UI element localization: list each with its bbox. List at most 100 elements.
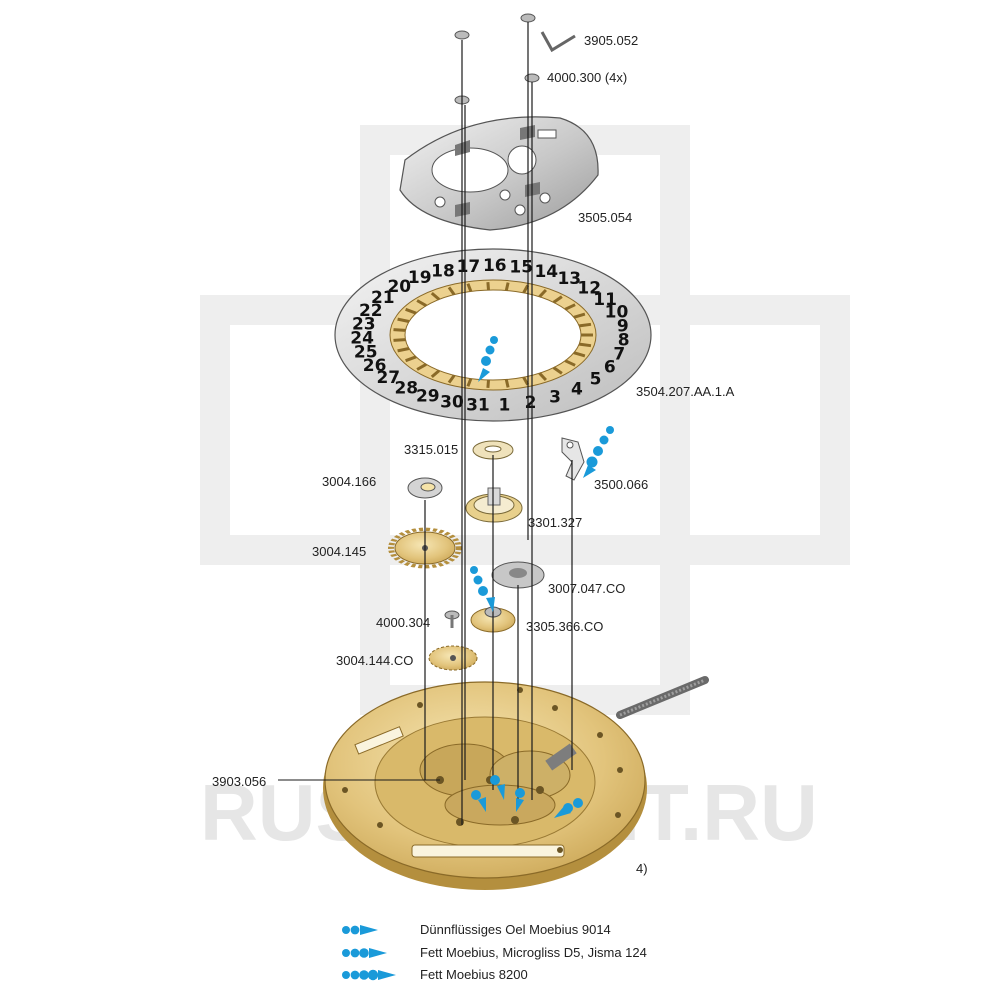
date-ring-number: 6 (604, 358, 616, 378)
date-ring-number: 26 (363, 356, 387, 376)
legend-drop (367, 969, 379, 981)
ring-tooth (447, 286, 456, 296)
legend-drop-tip (369, 948, 387, 958)
ring-tooth (538, 372, 547, 382)
ring-tooth (393, 338, 406, 342)
date-ring-number: 12 (577, 279, 601, 299)
ring-tooth (573, 312, 586, 319)
part-3315-015 (472, 440, 514, 460)
legend-drop-tip (378, 970, 396, 980)
legend-drop (359, 970, 369, 980)
label-3004-166: 3004.166 (322, 474, 376, 489)
date-ring-number: 10 (605, 303, 629, 323)
part-3301-327 (465, 487, 523, 523)
ring-tooth (466, 378, 473, 387)
ring-tooth (522, 376, 530, 386)
legend-item-grease-d5: Fett Moebius, Microgliss D5, Jisma 124 (342, 945, 647, 960)
date-ring-number: 24 (350, 329, 374, 349)
date-ring-number: 30 (440, 393, 464, 413)
label-3903-056: 3903.056 (212, 774, 266, 789)
date-ring-number: 25 (354, 343, 378, 363)
part-4000-304 (444, 610, 460, 628)
part-3500-066 (561, 437, 585, 481)
bridge-plate (399, 116, 599, 231)
legend: Dünnflüssiges Oel Moebius 9014 Fett Moeb… (342, 922, 647, 982)
ring-tooth (405, 355, 417, 363)
date-ring-number: 17 (457, 257, 481, 277)
date-ring-teeth (393, 281, 593, 389)
ring-tooth (430, 369, 441, 379)
date-ring-number: 15 (509, 258, 533, 278)
date-ring-number: 9 (617, 316, 629, 336)
date-ring-number: 21 (371, 288, 395, 308)
date-ring-number: 28 (394, 379, 418, 399)
label-3505-054: 3505.054 (578, 210, 632, 225)
ring-tooth (416, 362, 427, 371)
date-ring-number: 7 (613, 345, 625, 365)
ring-tooth (564, 359, 576, 367)
ring-tooth (393, 328, 406, 332)
date-ring-number: 5 (590, 370, 602, 390)
date-ring-number: 20 (387, 277, 411, 297)
figure-note: 4) (636, 861, 648, 876)
label-3305-366: 3305.366.CO (526, 619, 603, 634)
ring-tooth (397, 317, 410, 323)
label-3004-145: 3004.145 (312, 544, 366, 559)
ring-tooth (430, 291, 441, 301)
legend-drop (342, 926, 350, 934)
label-3301-327: 3301.327 (528, 515, 582, 530)
date-ring-number: 1 (498, 396, 510, 416)
ring-tooth (447, 374, 456, 384)
part-labels: 3905.052 4000.300 (4x) 3505.054 3504.207… (212, 33, 735, 876)
legend-drop (350, 925, 360, 935)
label-3500-066: 3500.066 (594, 477, 648, 492)
legend-item-grease-8200: Fett Moebius 8200 (342, 967, 528, 982)
ring-tooth (552, 366, 563, 375)
legend-drop (359, 948, 369, 958)
ring-tooth (466, 283, 473, 292)
label-4000-300: 4000.300 (4x) (547, 70, 627, 85)
label-4000-304: 4000.304 (376, 615, 430, 630)
assembly-axes (424, 22, 573, 825)
date-ring-number: 29 (416, 387, 440, 407)
label-3315-015: 3315.015 (404, 442, 458, 457)
ring-tooth (552, 295, 563, 304)
legend-drop-tip (360, 925, 378, 935)
date-ring-number: 8 (618, 331, 630, 351)
ring-tooth (486, 281, 490, 291)
legend-text-grease-d5: Fett Moebius, Microgliss D5, Jisma 124 (420, 945, 647, 960)
legend-text-oil: Dünnflüssiges Oel Moebius 9014 (420, 922, 611, 937)
part-3004-166 (407, 477, 443, 499)
part-3007-047 (491, 561, 545, 589)
ring-tooth (538, 288, 547, 298)
date-ring-number: 23 (352, 314, 376, 334)
label-3007-047: 3007.047.CO (548, 581, 625, 596)
legend-text-grease-8200: Fett Moebius 8200 (420, 967, 528, 982)
ring-tooth (504, 282, 510, 291)
date-ring-number: 11 (593, 290, 617, 310)
oil-drops (470, 336, 614, 818)
date-ring-number: 14 (534, 262, 558, 282)
ring-tooth (522, 284, 530, 294)
date-ring-number: 16 (483, 256, 507, 276)
ring-tooth (504, 379, 510, 388)
ring-tooth (573, 351, 586, 358)
ring-tooth (578, 342, 592, 348)
ring-tooth (397, 347, 410, 353)
date-ring-number: 2 (525, 393, 537, 413)
part-3004-144 (428, 645, 478, 671)
legend-item-oil: Dünnflüssiges Oel Moebius 9014 (342, 922, 611, 937)
date-ring-number: 3 (549, 388, 561, 408)
legend-drop (342, 971, 350, 979)
date-ring-number: 4 (571, 380, 583, 400)
label-3504-207: 3504.207.AA.1.A (636, 384, 735, 399)
date-ring-number: 18 (431, 261, 455, 281)
ring-tooth (416, 299, 427, 308)
legend-drop (342, 949, 350, 957)
label-3004-144: 3004.144.CO (336, 653, 413, 668)
ring-tooth (578, 322, 592, 328)
legend-drop (350, 948, 360, 958)
